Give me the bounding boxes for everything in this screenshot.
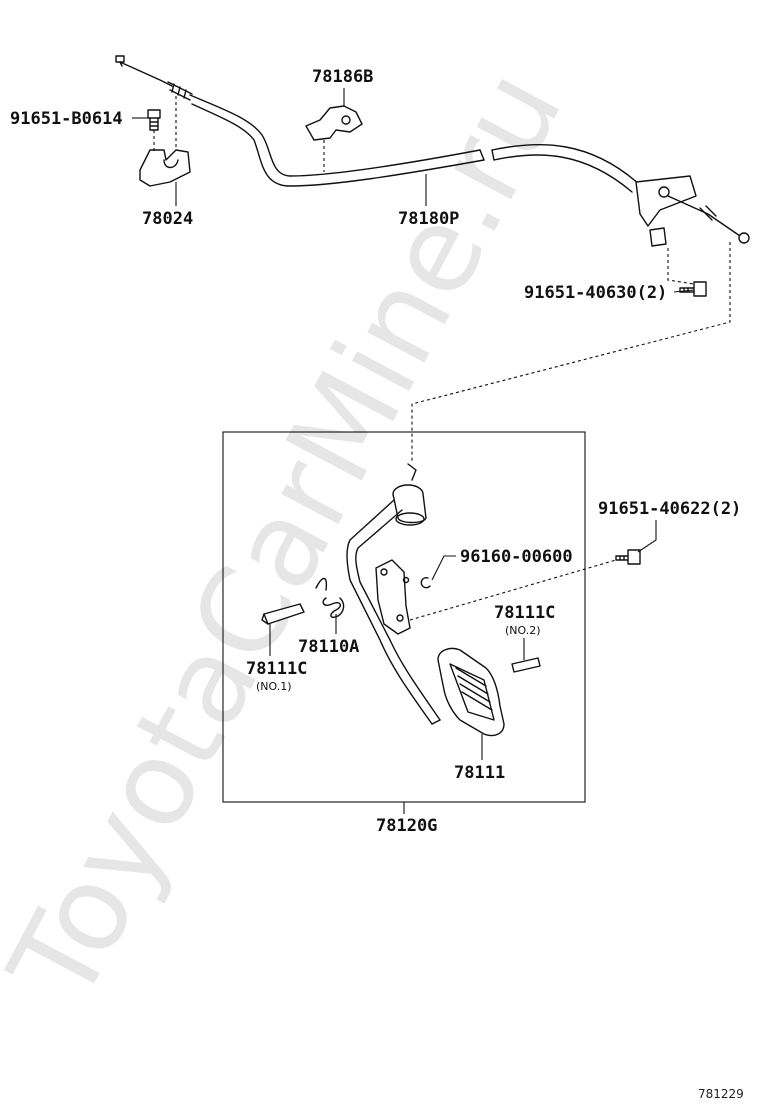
label-78111c-no1: 78111C — [246, 659, 307, 679]
reference-code: 781229 — [698, 1087, 744, 1101]
leader-91651-40630 — [673, 289, 695, 293]
label-91651-40630: 91651-40630(2) — [524, 283, 667, 303]
bolt-91651-b0614 — [147, 109, 161, 131]
label-78186b: 78186B — [312, 67, 373, 87]
clip-96160-00600 — [420, 576, 431, 589]
label-78110a: 78110A — [298, 637, 359, 657]
label-96160-00600: 96160-00600 — [460, 547, 573, 567]
leader-91651-40622 — [637, 520, 657, 553]
leader-96160-00600 — [431, 555, 456, 581]
label-78111: 78111 — [454, 763, 505, 783]
label-91651-b0614: 91651-B0614 — [10, 109, 123, 129]
label-78180p: 78180P — [398, 209, 459, 229]
grommet-78024 — [139, 149, 191, 187]
bolt-91651-40622 — [615, 549, 641, 565]
accelerator-cable-upper — [115, 55, 750, 247]
label-91651-40622: 91651-40622(2) — [598, 499, 741, 519]
spring-78110a — [315, 577, 345, 619]
pin-78111c-no1 — [261, 603, 305, 625]
pin-78111c-no2 — [511, 657, 541, 673]
label-78111c-no2: 78111C — [494, 603, 555, 623]
pedal-pad-78111 — [437, 647, 505, 737]
label-78111c-no2-note: (NO.2) — [505, 624, 541, 637]
cable-clamp-78186b — [305, 105, 363, 141]
watermark: ToyotaCarMine.ru — [0, 48, 589, 1024]
label-78120g: 78120G — [376, 816, 437, 836]
bolt-91651-40630 — [679, 281, 707, 297]
label-78111c-no1-note: (NO.1) — [256, 680, 292, 693]
pedal-arm — [346, 463, 441, 725]
label-78024: 78024 — [142, 209, 193, 229]
